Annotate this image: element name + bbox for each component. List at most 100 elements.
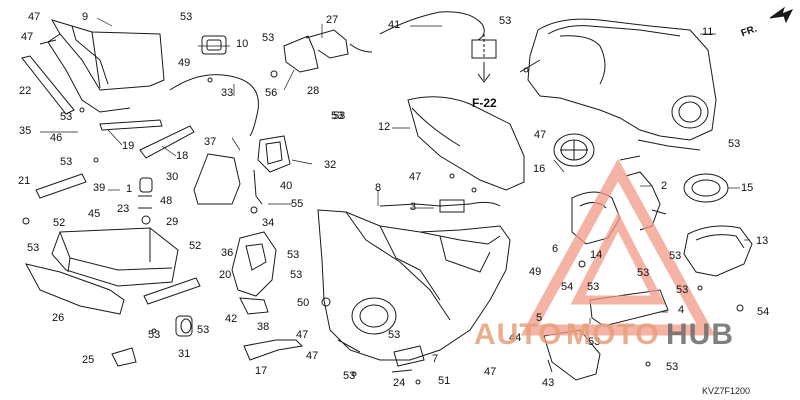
callout-label: 53 [60, 111, 73, 123]
callout-label: 4 [678, 304, 685, 316]
callout-label: 29 [166, 216, 179, 228]
callout-label: 10 [236, 38, 249, 50]
callout-label: 12 [378, 121, 391, 133]
callout-label: 53 [197, 324, 210, 336]
callout-label: 21 [18, 175, 31, 187]
callout-label: 19 [122, 140, 135, 152]
callout-label: 53 [676, 284, 689, 296]
callout-label: 47 [21, 31, 34, 43]
strip-20 [143, 277, 201, 305]
callout-label: 41 [388, 19, 401, 31]
lid-37 [193, 153, 241, 205]
callout-label: 22 [19, 85, 32, 97]
fasteners [22, 67, 744, 385]
callout-label: 53 [637, 267, 650, 279]
latch-assembly [231, 231, 277, 297]
callout-label: 52 [189, 240, 202, 252]
callout-label: 35 [19, 125, 32, 137]
callout-label: 14 [590, 249, 603, 261]
callout-label: 36 [221, 247, 234, 259]
speaker-15 [683, 173, 729, 203]
callout-label: 52 [53, 217, 66, 229]
callout-label: 53 [666, 361, 679, 373]
callout-label: 38 [257, 321, 270, 333]
watermark-text-auto: AUTO [474, 318, 563, 351]
watermark-text-hub: HUB [666, 318, 734, 351]
callout-label: 47 [296, 329, 309, 341]
glove-box-panel [39, 19, 165, 113]
callout-label: 50 [297, 297, 310, 309]
callout-label: 26 [52, 312, 65, 324]
callout-label: 9 [82, 11, 89, 23]
cable-33 [169, 74, 259, 137]
callout-label: 54 [561, 281, 574, 293]
callout-label: 47 [534, 129, 547, 141]
callout-label: 20 [219, 269, 232, 281]
callout-label: 53 [499, 15, 512, 27]
inner-panel [317, 209, 511, 361]
lock-assembly [257, 135, 291, 173]
side-bar [21, 55, 75, 115]
callout-label: 27 [326, 14, 339, 26]
diagram-code: KVZ7F1200 [702, 386, 751, 396]
callout-label: 56 [265, 87, 278, 99]
front-fairing [519, 18, 717, 141]
callout-label: 15 [741, 182, 754, 194]
callout-label: 53 [728, 138, 741, 150]
callout-label: 13 [756, 235, 769, 247]
callout-label: 17 [255, 365, 268, 377]
callout-label: 31 [178, 348, 191, 360]
callout-label: 2 [661, 180, 668, 192]
callout-label: 53 [343, 370, 356, 382]
callout-label: 34 [262, 217, 275, 229]
fr-arrow-icon [769, 6, 794, 24]
bracket-28 [283, 35, 319, 73]
inner-cover-12 [407, 96, 525, 191]
callout-label: 53 [587, 281, 600, 293]
callout-label: 47 [484, 366, 497, 378]
callout-label: 32 [324, 159, 337, 171]
callout-label: 53 [388, 329, 401, 341]
callout-label: 47 [306, 350, 319, 362]
callout-label: 53 [262, 32, 275, 44]
callout-label: 49 [529, 266, 542, 278]
callout-label: 43 [542, 377, 555, 389]
callout-label: 8 [375, 182, 382, 194]
callout-label: 37 [204, 136, 217, 148]
grommet-plate [201, 35, 227, 55]
callout-label: 11 [702, 26, 714, 38]
callout-label: 40 [280, 180, 293, 192]
roller-31 [175, 315, 193, 337]
callout-label: 24 [393, 377, 406, 389]
callout-label: 42 [225, 313, 238, 325]
lid-26 [25, 263, 125, 315]
strip-18 [139, 125, 195, 159]
callout-label: 53 [333, 110, 346, 122]
callout-label: 7 [432, 353, 439, 365]
callout-label: 6 [552, 243, 559, 255]
glove-box-39 [51, 227, 179, 287]
callout-label: 53 [669, 250, 682, 262]
speaker-cover-13 [683, 225, 753, 277]
callout-label: 53 [148, 329, 161, 341]
callout-label: 3 [410, 201, 417, 213]
strip-19 [99, 119, 163, 131]
callout-label: 1 [126, 183, 133, 195]
callout-label: 53 [180, 11, 193, 23]
callout-label: 49 [178, 57, 191, 69]
hinge-25 [111, 347, 137, 367]
callout-label: 39 [93, 182, 106, 194]
callout-label: 53 [290, 269, 303, 281]
strip-21 [35, 173, 87, 199]
cable-41 [379, 11, 485, 41]
callout-label: 30 [166, 171, 179, 183]
callout-label: 16 [533, 163, 546, 175]
callout-label: 46 [50, 132, 63, 144]
callout-label: 51 [438, 375, 451, 387]
callout-label: 18 [176, 150, 189, 162]
callout-label: 53 [588, 336, 601, 348]
figure-reference: F-22 [472, 96, 497, 110]
callout-label: 23 [117, 203, 130, 215]
